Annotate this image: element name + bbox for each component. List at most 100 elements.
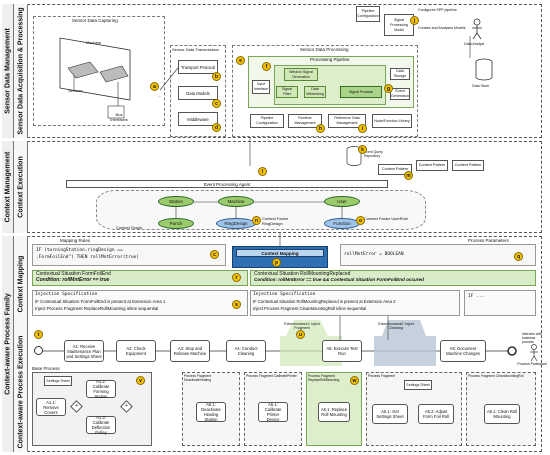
context-mapping-label: Context Mapping <box>261 251 299 256</box>
task-b1: A1.1: Remove Covers <box>36 398 66 416</box>
fragment-4-task-1: A5.1: Get Settings Sheet <box>372 404 408 424</box>
data-store-icon <box>475 58 493 81</box>
transmission-title: Sensor Data Transmission <box>172 47 219 52</box>
context-pattern-box-1: Context Pattern <box>378 164 412 175</box>
capturing-group <box>33 16 165 126</box>
task-a2: A2: Check Equipment <box>116 340 156 362</box>
lane-context-head: Context Management <box>2 141 14 233</box>
fragment-5-title: Process Fragment CleanMountingRoll <box>468 374 524 378</box>
context-pattern-box-3: Context Pattern <box>452 160 484 171</box>
mapping-rules-box <box>32 244 226 266</box>
creates-analyses-label: Creates and Analyses Models <box>418 26 466 30</box>
marker-b: b <box>212 72 221 81</box>
processing-title: Sensor Data Processing <box>300 47 349 52</box>
exec-flow <box>38 320 517 366</box>
injection-left-2: Inject Process Fragment ReplaceRollMount… <box>35 306 159 311</box>
event-generation-box: Event Generation <box>390 88 410 100</box>
node-punch: Punch <box>158 218 194 229</box>
fragment-5-task: A5.1: Clean Roll Mounting <box>484 404 520 424</box>
pipeline-title: Processing Pipeline <box>310 57 350 62</box>
condition-left: Contextual Situation FormFoilEnd Conditi… <box>32 270 248 286</box>
context-pattern-box-2: Context Pattern <box>416 160 448 171</box>
context-graph-group <box>96 190 426 230</box>
transmission-group <box>170 45 226 137</box>
lane-sensor-head: Sensor Data Management <box>2 4 14 138</box>
pci-bus: … <box>158 94 162 98</box>
marker-o: o <box>356 216 365 225</box>
runtime-mgmt-box: Runtime Management <box>288 114 322 128</box>
injection-right <box>250 290 460 316</box>
fragment-3-title: Process Fragment ReplaceRollMounting <box>308 374 340 382</box>
settings-sheet-doc: Settings Sheet <box>44 376 72 386</box>
lane-exec-head: Context-aware Process Execution <box>14 332 28 452</box>
rule-text-2: .FormFoilEnd") THEN rollMntError(true) <box>36 255 139 260</box>
fragment-2-task: A5.1: Calibrate Printer Device <box>258 402 288 422</box>
marker-e: e <box>236 56 245 65</box>
marker-f: f <box>262 62 271 71</box>
processing-group <box>232 45 418 137</box>
mapping-rules-title: Mapping Rules <box>60 238 91 243</box>
node-user: User <box>324 196 360 207</box>
fragment-1-task: A5.1: Deactivate Heating Station <box>196 402 226 422</box>
task-a4: A4: Conduct Cleaning <box>226 340 266 362</box>
fragment-4-title: Process Fragment <box>368 374 395 378</box>
fragment-2-title: Process Fragment CalibratePrinter <box>246 374 297 378</box>
task-a1: A1: Receive Maintenance Plan and Setting… <box>64 340 104 362</box>
base-process-title: Base Process <box>32 366 60 371</box>
data-windowing-box: Data Windowing <box>304 86 326 98</box>
pipeline-configuration-box: Pipeline Configuration <box>356 6 380 22</box>
context-graph-label: Context Graph <box>116 225 143 230</box>
marker-c: c <box>212 99 221 108</box>
capturing-title: Sensor Data Capturing <box>72 18 118 23</box>
participant-icon <box>530 344 538 362</box>
data-store-label: Data Store <box>472 84 490 88</box>
participant-label: Process Participant <box>517 362 547 366</box>
node-machine: Machine <box>218 196 254 207</box>
signal-process-box: Signal Process <box>340 86 382 98</box>
bus-label: Bus Interfaces <box>110 112 128 122</box>
lane-mapping-head: Context Mapping <box>14 236 28 332</box>
node-station: Station <box>158 196 194 207</box>
marker-i: i <box>358 124 367 133</box>
event-query-icon <box>346 146 362 166</box>
data-analyst-label: Data Analyst <box>464 42 485 46</box>
data-analyst-icon <box>472 18 482 40</box>
rule-text-1: IF (turningStation.ringDesign == <box>36 248 123 253</box>
marker-d: d <box>212 123 221 132</box>
injection-more-text: IF ... <box>468 294 485 299</box>
injection-left-title: Injection Specification <box>35 292 98 297</box>
node-function-box: Node/Function Library <box>372 114 412 128</box>
fragment-4-settings: Settings Sheet <box>404 380 432 390</box>
marker-a: a <box>150 82 159 91</box>
input-interface-box: Input Interface <box>252 80 270 94</box>
marker-g: g <box>384 84 393 93</box>
data-models-box: Data Models <box>178 86 218 100</box>
marker-v: v <box>136 376 145 385</box>
machine-label: Machine <box>86 40 102 45</box>
lane-context-exec-head: Context Execution <box>14 141 28 233</box>
middleware-box: Middleware <box>178 112 218 126</box>
task-a6: A6: Document Machine Changes <box>440 340 486 362</box>
configures-spp-label: Configures SPP pipeline <box>418 8 457 12</box>
marker-k: k <box>358 145 367 154</box>
task-a3: A3: Stop and Release Machine <box>170 340 210 362</box>
task-b3: A1.3: Calibrate Deflection Pulley <box>86 415 116 435</box>
marker-u: u <box>296 330 305 339</box>
lane-sensor-acq-head: Sensor Data Acquisition & Processing <box>14 4 28 138</box>
injection-right-1: IF Contextual Situation RollMountingRepl… <box>253 299 396 304</box>
marker-p: p <box>272 258 281 267</box>
ext1-label: Extensionarea1: Inject Fragment <box>284 322 320 330</box>
injection-left <box>32 290 248 316</box>
marker-r: r <box>232 273 241 282</box>
param-text: rollMntError = BOOLEAN <box>344 252 404 257</box>
condition-right-sub: Condition: rollMntError == true && Conte… <box>254 277 424 282</box>
process-params-box <box>340 244 536 266</box>
marker-l: l <box>258 167 267 176</box>
marker-q: q <box>514 252 523 261</box>
factor-ringdesign-label: Context Factor RingDesign <box>262 216 289 226</box>
marker-h: h <box>316 124 325 133</box>
factor-userrole-label: Context Factor UserRole <box>364 216 409 221</box>
window-signal-box: Window Signal Generation <box>284 68 318 81</box>
signal-processing-model-box: Signal Processing Model <box>384 14 414 36</box>
